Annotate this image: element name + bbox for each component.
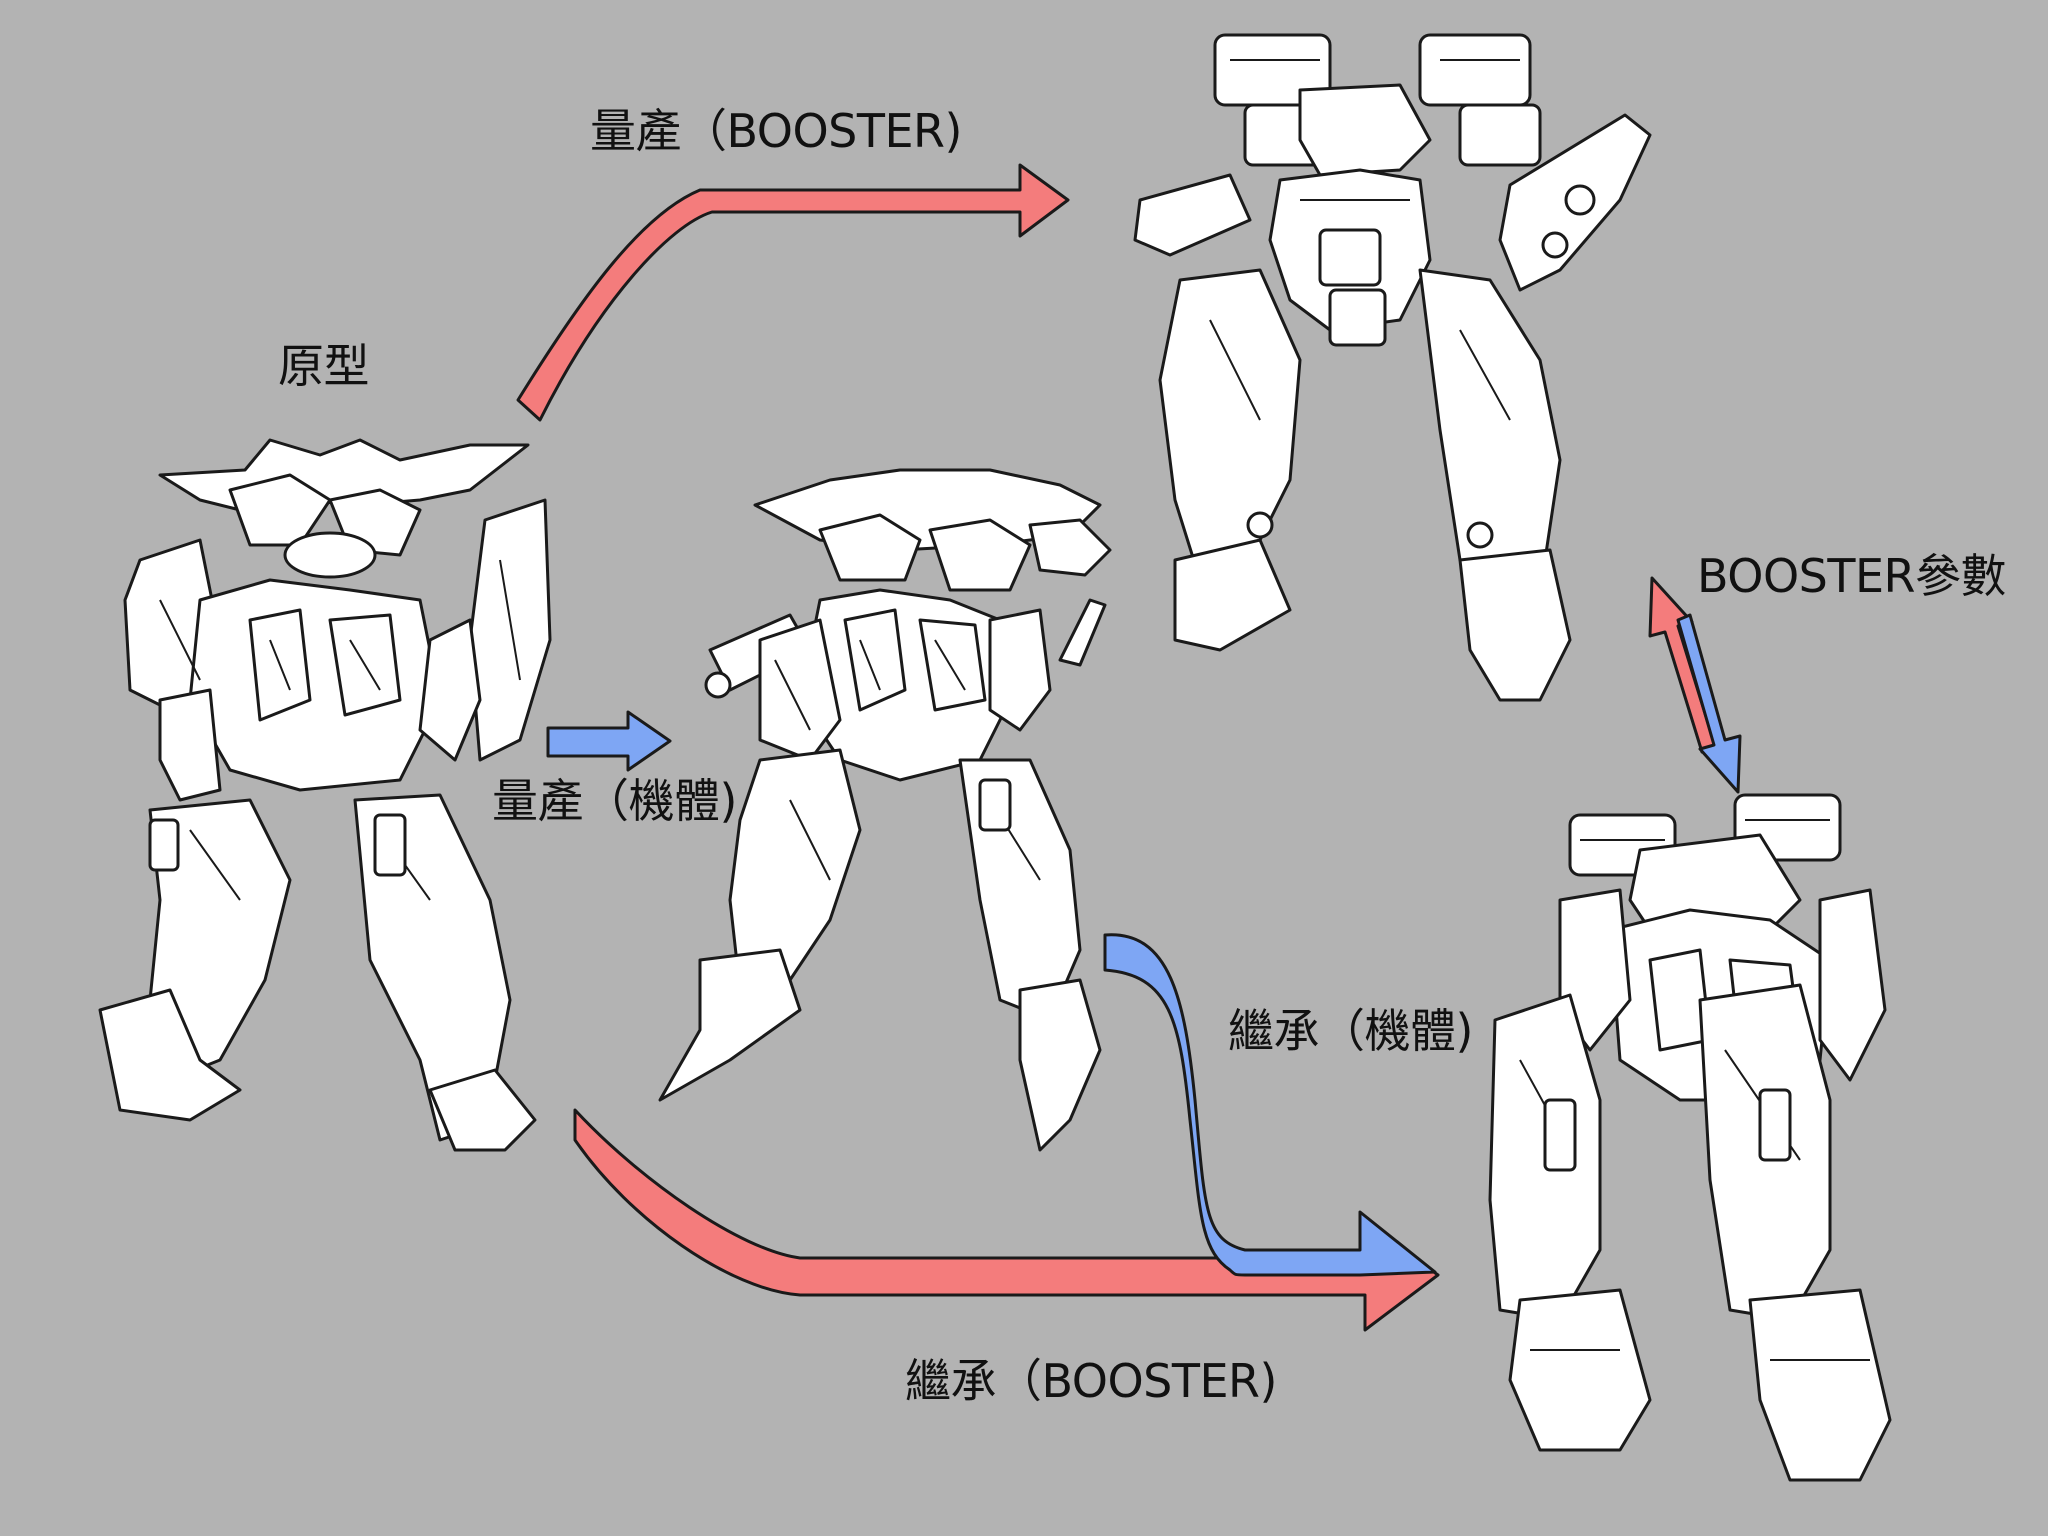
label-inherit-body: 繼承（機體) bbox=[1228, 1004, 1473, 1058]
arrow-params-down bbox=[1676, 613, 1742, 794]
label-mass-production-body: 量產（機體) bbox=[492, 774, 737, 828]
label-inherit-booster: 繼承（BOOSTER) bbox=[905, 1354, 1277, 1408]
arrow-inherit-booster bbox=[573, 1108, 1440, 1332]
label-prototype: 原型 bbox=[278, 339, 370, 393]
mass-production-mech-illustration bbox=[658, 468, 1112, 1152]
arrow-inherit-body bbox=[1103, 933, 1437, 1277]
inherited-mech-illustration bbox=[1488, 793, 1892, 1482]
prototype-mech-illustration bbox=[98, 438, 552, 1152]
arrow-mass-production-booster bbox=[516, 163, 1070, 422]
label-mass-production-booster: 量產（BOOSTER) bbox=[590, 104, 962, 158]
arrow-mass-production-body bbox=[546, 710, 672, 772]
booster-mech-illustration bbox=[1133, 33, 1652, 702]
label-booster-params: BOOSTER參數 bbox=[1697, 549, 2007, 603]
